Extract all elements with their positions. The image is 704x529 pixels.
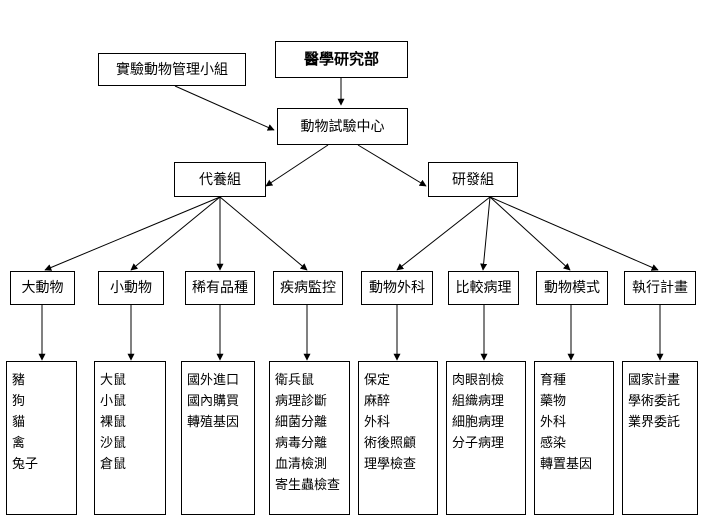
list-item: 國外進口	[187, 373, 240, 388]
list-item: 感染	[540, 436, 567, 451]
item-list-disease-monitoring: 衛兵鼠 病理診斷 細菌分離 病毒分離 血清檢測 寄生蟲檢查	[269, 361, 350, 515]
list-item: 外科	[364, 415, 391, 430]
research-group-label: 研發組	[452, 171, 494, 188]
unit-box-disease-monitoring: 疾病監控	[273, 271, 343, 305]
animal-testing-center-box: 動物試驗中心	[277, 108, 408, 145]
item-list-animal-models: 育種 藥物 外科 感染 轉置基因	[534, 361, 614, 515]
list-item: 業界委託	[628, 415, 681, 430]
list-item: 衛兵鼠	[275, 373, 315, 388]
arrow-breeding-to-small	[130, 196, 221, 271]
list-item: 麻醉	[364, 394, 391, 409]
unit-label: 大動物	[21, 280, 64, 296]
list-item: 沙鼠	[100, 436, 127, 451]
unit-label: 比較病理	[455, 280, 512, 296]
unit-label: 小動物	[110, 280, 152, 296]
arrow-research-to-surgery	[396, 196, 491, 271]
list-item: 細胞病理	[452, 415, 505, 430]
medical-research-dept-box: 醫學研究部	[275, 41, 408, 78]
arrow-center-to-breeding	[265, 144, 329, 187]
item-list-project-execution: 國家計畫 學術委託 業界委託	[622, 361, 698, 515]
list-item: 理學檢查	[364, 457, 417, 472]
unit-label: 動物模式	[544, 280, 600, 296]
animal-testing-center-label: 動物試驗中心	[300, 118, 385, 135]
list-item: 術後照顧	[364, 436, 417, 451]
list-item: 病理診斷	[275, 394, 328, 409]
unit-label: 疾病監控	[280, 280, 336, 296]
list-item: 組織病理	[452, 394, 505, 409]
list-item: 裸鼠	[100, 415, 127, 430]
list-item: 狗	[12, 394, 26, 409]
unit-label: 執行計畫	[632, 280, 688, 296]
item-list-comparative-pathology: 肉眼剖檢 組織病理 細胞病理 分子病理	[446, 361, 526, 515]
list-item: 藥物	[540, 394, 567, 409]
item-list-large-animals: 豬 狗 貓 禽 兔子	[6, 361, 77, 515]
unit-box-large-animals: 大動物	[10, 271, 75, 305]
research-group-box: 研發組	[428, 162, 518, 197]
list-item: 細菌分離	[275, 415, 328, 430]
list-item: 肉眼剖檢	[452, 373, 505, 388]
list-item: 國家計畫	[628, 373, 681, 388]
arrow-research-to-projects	[489, 196, 659, 271]
list-item: 兔子	[12, 457, 39, 472]
arrow-research-to-models	[489, 196, 571, 271]
unit-box-small-animals: 小動物	[98, 271, 164, 305]
breeding-group-box: 代養組	[174, 162, 266, 197]
unit-box-project-execution: 執行計畫	[624, 271, 696, 305]
unit-label: 動物外科	[369, 280, 425, 296]
list-item: 學術委託	[628, 394, 681, 409]
arrow-research-to-pathology	[480, 196, 491, 271]
list-item: 大鼠	[100, 373, 127, 388]
unit-label: 稀有品種	[192, 280, 248, 296]
list-item: 國內購買	[187, 394, 240, 409]
list-item: 血清檢測	[275, 457, 328, 472]
animal-committee-label: 實驗動物管理小組	[116, 61, 228, 78]
animal-committee-box: 實驗動物管理小組	[98, 53, 246, 86]
item-list-small-animals: 大鼠 小鼠 裸鼠 沙鼠 倉鼠	[94, 361, 166, 515]
list-item: 轉置基因	[540, 457, 593, 472]
list-item: 貓	[12, 415, 26, 430]
list-item: 小鼠	[100, 394, 127, 409]
list-item: 育種	[540, 373, 567, 388]
list-item: 病毒分離	[275, 436, 328, 451]
unit-box-comparative-pathology: 比較病理	[448, 271, 519, 305]
arrow-breeding-to-disease	[219, 196, 308, 271]
breeding-group-label: 代養組	[199, 171, 241, 188]
item-list-animal-surgery: 保定 麻醉 外科 術後照顧 理學檢查	[358, 361, 438, 515]
list-item: 保定	[364, 373, 391, 388]
list-item: 轉殖基因	[187, 415, 240, 430]
item-list-rare-breeds: 國外進口 國內購買 轉殖基因	[181, 361, 255, 515]
unit-box-animal-surgery: 動物外科	[361, 271, 433, 305]
arrow-breeding-to-large	[44, 196, 221, 271]
list-item: 分子病理	[452, 436, 505, 451]
list-item: 禽	[12, 436, 26, 451]
unit-box-rare-breeds: 稀有品種	[185, 271, 255, 305]
list-item: 豬	[12, 373, 26, 388]
unit-box-animal-models: 動物模式	[536, 271, 608, 305]
arrow-committee-to-center	[174, 85, 275, 131]
list-item: 寄生蟲檢查	[275, 478, 341, 493]
list-item: 倉鼠	[100, 457, 127, 472]
list-item: 外科	[540, 415, 567, 430]
medical-research-dept-label: 醫學研究部	[303, 50, 379, 68]
arrow-center-to-research	[357, 144, 427, 187]
